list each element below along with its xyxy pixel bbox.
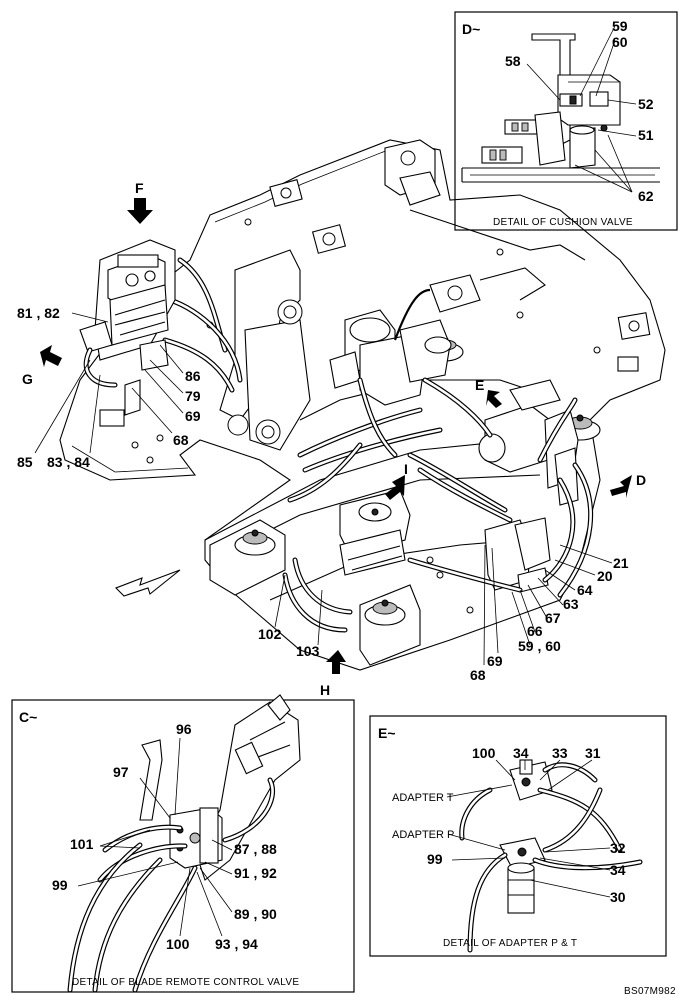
svg-text:102: 102 [258, 626, 282, 642]
blade-valve-block [79, 239, 176, 416]
svg-text:30: 30 [610, 889, 626, 905]
svg-text:ADAPTER T: ADAPTER T [392, 792, 454, 804]
svg-text:59: 59 [612, 18, 628, 34]
svg-text:E~: E~ [378, 725, 396, 741]
svg-text:D: D [636, 472, 646, 488]
view-arrow-G: G [22, 345, 62, 387]
svg-text:89 , 90: 89 , 90 [234, 906, 277, 922]
svg-text:83 , 84: 83 , 84 [47, 454, 90, 470]
svg-text:ADAPTER P: ADAPTER P [392, 829, 454, 841]
svg-text:C~: C~ [19, 709, 37, 725]
svg-text:100: 100 [472, 745, 496, 761]
svg-text:99: 99 [427, 851, 443, 867]
main-frame-drawing [59, 139, 666, 671]
svg-text:20: 20 [597, 568, 613, 584]
view-arrow-F: F [127, 180, 153, 224]
detail-cushion-valve: D~ 59 60 58 52 51 62 D [454, 11, 678, 231]
svg-text:93 , 94: 93 , 94 [215, 936, 258, 952]
svg-text:59 , 60: 59 , 60 [518, 638, 561, 654]
svg-text:97: 97 [113, 764, 129, 780]
svg-text:34: 34 [513, 745, 529, 761]
svg-text:81 , 82: 81 , 82 [17, 305, 60, 321]
svg-text:91 , 92: 91 , 92 [234, 865, 277, 881]
svg-text:100: 100 [166, 936, 190, 952]
svg-text:68: 68 [173, 432, 189, 448]
mount-front-left [234, 529, 276, 556]
svg-text:52: 52 [638, 96, 654, 112]
svg-text:I: I [404, 461, 408, 477]
front-direction-arrow-icon [115, 569, 181, 597]
svg-text:60: 60 [612, 34, 628, 50]
svg-text:67: 67 [545, 610, 561, 626]
svg-text:68: 68 [470, 667, 486, 683]
svg-text:79: 79 [185, 388, 201, 404]
svg-text:DETAIL OF ADAPTER P & T: DETAIL OF ADAPTER P & T [443, 938, 577, 949]
svg-text:34: 34 [610, 862, 626, 878]
svg-text:H: H [320, 682, 330, 698]
view-arrow-E: E [475, 377, 502, 408]
svg-text:63: 63 [563, 596, 579, 612]
mount-front-right [364, 599, 406, 626]
svg-text:99: 99 [52, 877, 68, 893]
svg-text:33: 33 [552, 745, 568, 761]
svg-text:58: 58 [505, 53, 521, 69]
svg-text:69: 69 [185, 408, 201, 424]
view-arrow-H: H [320, 650, 346, 698]
svg-text:69: 69 [487, 653, 503, 669]
svg-text:62: 62 [638, 188, 654, 204]
detail-adapter-p-and-t: E~ 100 34 33 31 [369, 715, 667, 957]
drawing-code: BS07M982 [624, 986, 676, 997]
svg-text:87 , 88: 87 , 88 [234, 841, 277, 857]
svg-text:85: 85 [17, 454, 33, 470]
svg-text:64: 64 [577, 582, 593, 598]
detail-blade-remote-control-valve: C~ 96 9 [11, 694, 355, 993]
view-arrow-D: D [610, 472, 646, 498]
svg-text:96: 96 [176, 721, 192, 737]
svg-text:103: 103 [296, 643, 320, 659]
view-arrow-I: I [385, 461, 408, 500]
svg-text:F: F [135, 180, 144, 196]
svg-text:DETAIL OF BLADE REMOTE CONTROL: DETAIL OF BLADE REMOTE CONTROL VALVE [72, 977, 299, 988]
svg-text:32: 32 [610, 840, 626, 856]
svg-text:G: G [22, 371, 33, 387]
svg-text:D~: D~ [462, 21, 480, 37]
svg-text:51: 51 [638, 127, 654, 143]
svg-text:31: 31 [585, 745, 601, 761]
main-hoses [162, 257, 594, 633]
svg-text:21: 21 [613, 555, 629, 571]
svg-text:86: 86 [185, 368, 201, 384]
svg-text:DETAIL OF CUSHION VALVE: DETAIL OF CUSHION VALVE [493, 217, 633, 228]
svg-text:101: 101 [70, 836, 94, 852]
svg-text:E: E [475, 377, 484, 393]
main-callouts: 81 , 82 86 79 69 68 85 83 , 84 21 20 64 … [17, 305, 629, 683]
svg-text:66: 66 [527, 623, 543, 639]
